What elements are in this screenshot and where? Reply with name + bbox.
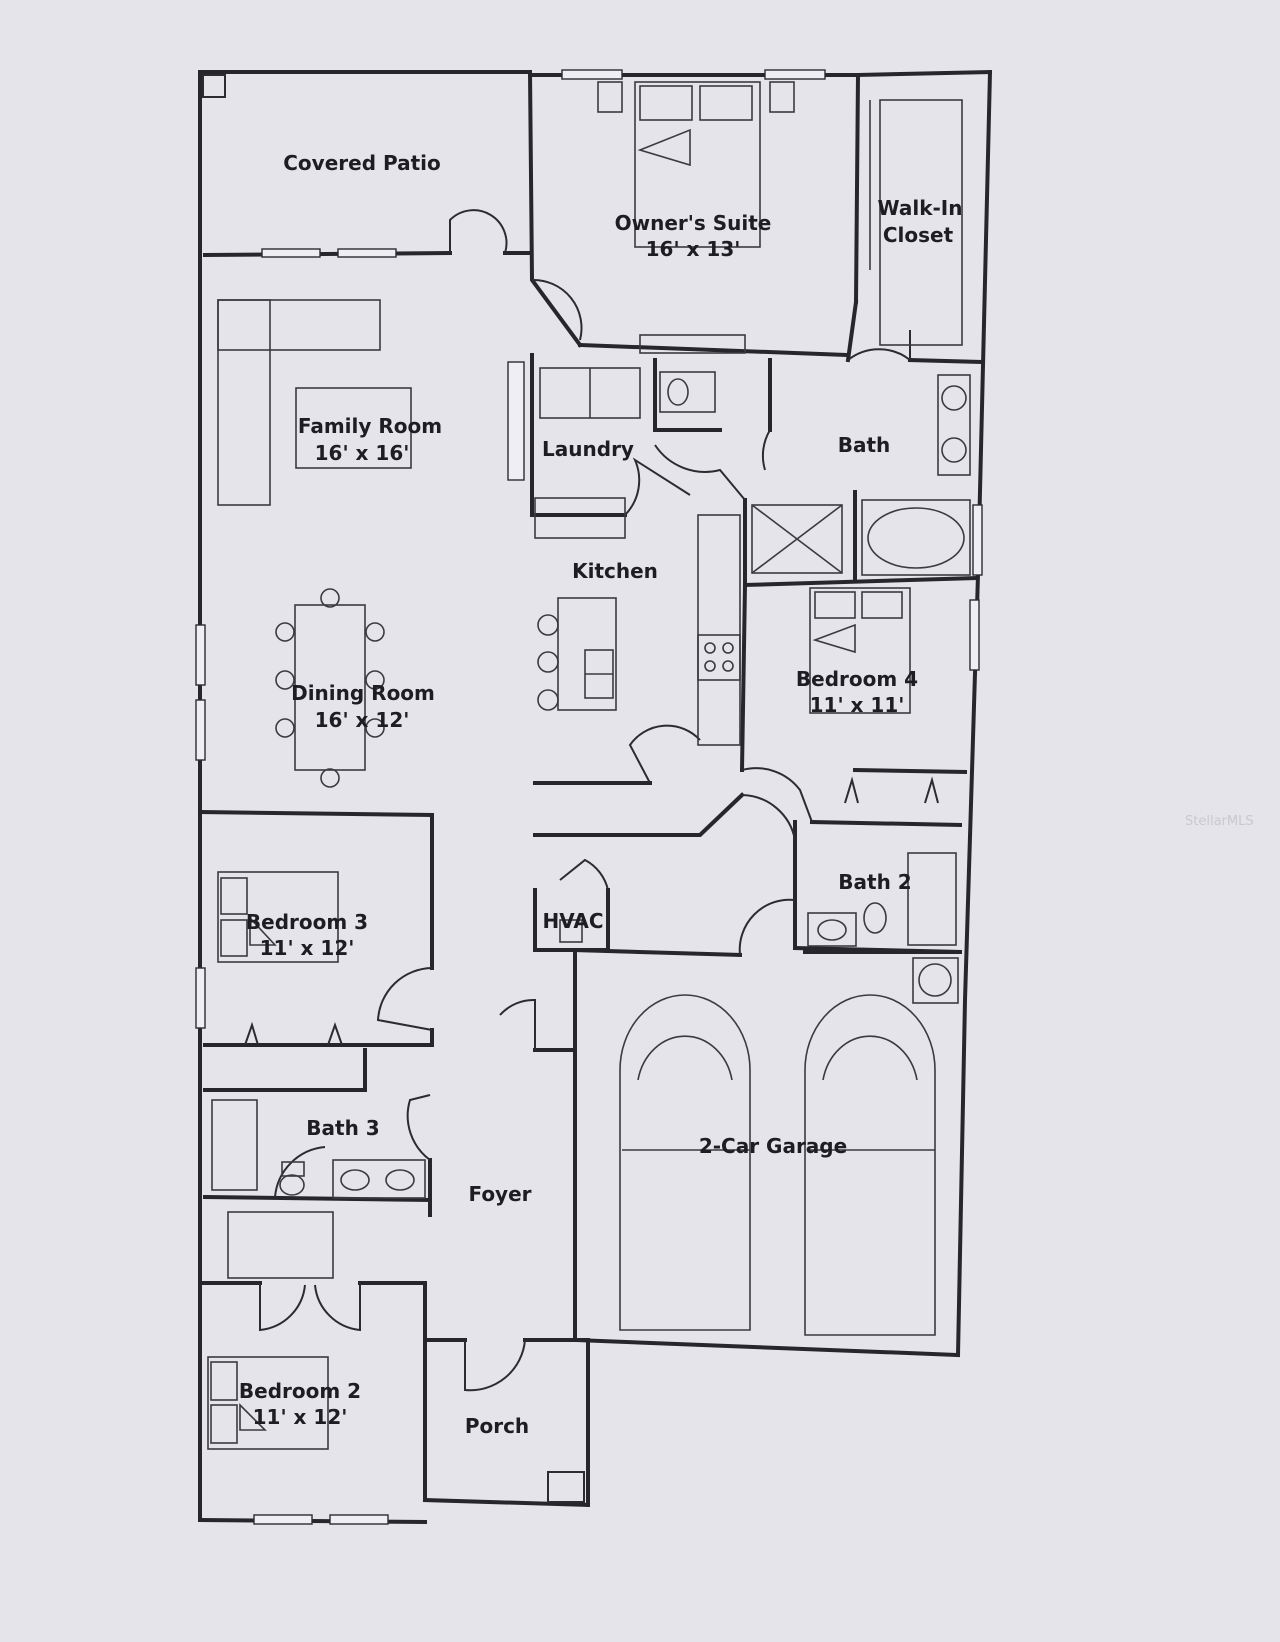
room-labels: Covered Patio Owner's Suite 16' x 13' Wa…	[239, 151, 963, 1438]
label-dining-room-size: 16' x 12'	[315, 708, 410, 732]
doors	[244, 209, 939, 1392]
label-bedroom-4: Bedroom 4	[796, 667, 918, 691]
label-bedroom-3: Bedroom 3	[246, 910, 368, 934]
label-bath-2: Bath 2	[838, 870, 911, 894]
label-laundry: Laundry	[542, 437, 634, 461]
label-bedroom-3-size: 11' x 12'	[260, 936, 355, 960]
label-owners-suite: Owner's Suite	[615, 211, 772, 235]
windows	[195, 69, 983, 1525]
label-closet: Closet	[883, 223, 954, 247]
label-hvac: HVAC	[542, 909, 603, 933]
label-dining-room: Dining Room	[291, 681, 435, 705]
label-foyer: Foyer	[468, 1182, 531, 1206]
label-bath-3: Bath 3	[306, 1116, 379, 1140]
label-family-room: Family Room	[298, 414, 442, 438]
label-covered-patio: Covered Patio	[283, 151, 441, 175]
label-walk-in: Walk-In	[878, 196, 963, 220]
label-kitchen: Kitchen	[572, 559, 658, 583]
label-owners-suite-size: 16' x 13'	[646, 237, 741, 261]
fixtures	[202, 74, 971, 1503]
label-2-car-garage: 2-Car Garage	[699, 1134, 847, 1158]
label-bedroom-4-size: 11' x 11'	[810, 693, 905, 717]
label-bedroom-2-size: 11' x 12'	[253, 1405, 348, 1429]
label-bath: Bath	[838, 433, 891, 457]
watermark: StellarMLS	[1185, 814, 1254, 829]
label-family-room-size: 16' x 16'	[315, 441, 410, 465]
label-porch: Porch	[465, 1414, 529, 1438]
label-bedroom-2: Bedroom 2	[239, 1379, 361, 1403]
